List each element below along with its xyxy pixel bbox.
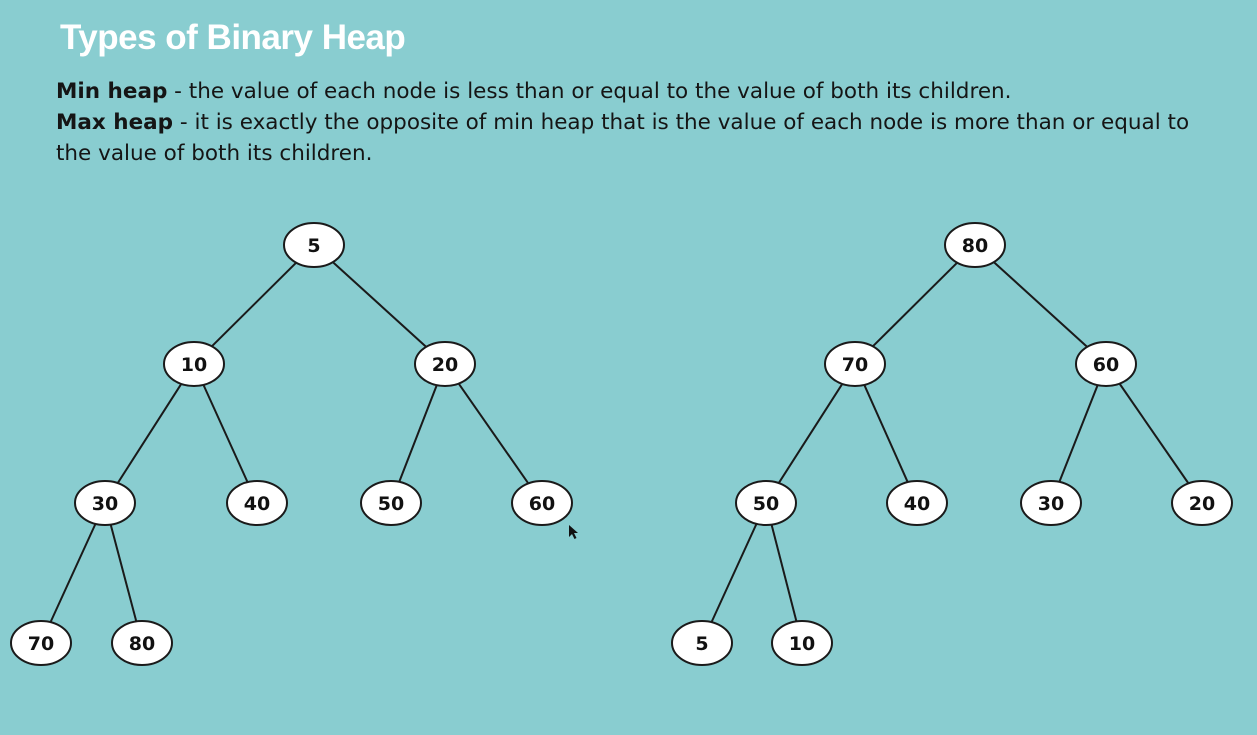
node-value: 5 xyxy=(307,235,320,257)
node-ellipse xyxy=(944,222,1006,268)
node-ellipse xyxy=(771,620,833,666)
node-value: 20 xyxy=(1189,493,1215,515)
node-value: 70 xyxy=(842,354,868,376)
node-ellipse xyxy=(671,620,733,666)
tree-edge xyxy=(1118,383,1190,484)
tree-node: 60 xyxy=(511,480,573,526)
tree-node: 70 xyxy=(824,341,886,387)
tree-edge xyxy=(202,384,249,483)
max-heap-term: Max heap xyxy=(56,110,174,135)
node-value: 50 xyxy=(378,493,404,515)
tree-edge xyxy=(49,523,97,623)
node-ellipse xyxy=(111,620,173,666)
tree-edge xyxy=(770,524,798,622)
tree-node: 60 xyxy=(1075,341,1137,387)
node-value: 40 xyxy=(244,493,270,515)
node-value: 10 xyxy=(181,354,207,376)
node-ellipse xyxy=(283,222,345,268)
tree-edge xyxy=(332,261,427,348)
min-heap-definition: Min heap - the value of each node is les… xyxy=(56,76,1206,107)
tree-edge xyxy=(398,384,438,483)
tree-node: 70 xyxy=(10,620,72,666)
tree-edge xyxy=(211,261,297,348)
node-ellipse xyxy=(886,480,948,526)
node-ellipse xyxy=(511,480,573,526)
tree-edge xyxy=(710,523,758,623)
max-heap-definition: Max heap - it is exactly the opposite of… xyxy=(56,107,1206,169)
node-ellipse xyxy=(163,341,225,387)
tree-node: 50 xyxy=(735,480,797,526)
tree-node: 50 xyxy=(360,480,422,526)
node-ellipse xyxy=(824,341,886,387)
node-value: 30 xyxy=(1038,493,1064,515)
node-value: 50 xyxy=(753,493,779,515)
node-ellipse xyxy=(1171,480,1233,526)
tree-node: 10 xyxy=(771,620,833,666)
node-value: 80 xyxy=(129,633,155,655)
tree-edge xyxy=(1058,384,1099,483)
tree-edge xyxy=(116,383,183,484)
tree-edge xyxy=(872,261,958,348)
tree-edge xyxy=(457,383,530,484)
tree-node: 5 xyxy=(671,620,733,666)
tree-node: 80 xyxy=(944,222,1006,268)
max-heap-text: - it is exactly the opposite of min heap… xyxy=(56,110,1190,166)
tree-node: 20 xyxy=(414,341,476,387)
node-ellipse xyxy=(74,480,136,526)
tree-edge xyxy=(993,261,1088,348)
tree-node: 5 xyxy=(283,222,345,268)
tree-node: 30 xyxy=(1020,480,1082,526)
node-ellipse xyxy=(735,480,797,526)
tree-edge xyxy=(863,384,909,483)
tree-edge xyxy=(777,383,844,484)
min-heap-term: Min heap xyxy=(56,79,168,104)
mouse-cursor-icon xyxy=(569,525,578,539)
node-value: 5 xyxy=(695,633,708,655)
node-value: 30 xyxy=(92,493,118,515)
tree-edge xyxy=(109,524,138,622)
tree-node: 80 xyxy=(111,620,173,666)
node-value: 60 xyxy=(529,493,555,515)
node-ellipse xyxy=(226,480,288,526)
tree-node: 40 xyxy=(886,480,948,526)
min-heap-text: - the value of each node is less than or… xyxy=(167,79,1012,104)
max-heap-tree: 80 70 60 50 40 30 20 5 10 xyxy=(671,222,1233,666)
node-value: 20 xyxy=(432,354,458,376)
node-ellipse xyxy=(1020,480,1082,526)
tree-node: 10 xyxy=(163,341,225,387)
definitions: Min heap - the value of each node is les… xyxy=(56,76,1206,169)
node-value: 40 xyxy=(904,493,930,515)
node-ellipse xyxy=(10,620,72,666)
tree-node: 20 xyxy=(1171,480,1233,526)
tree-node: 30 xyxy=(74,480,136,526)
node-value: 70 xyxy=(28,633,54,655)
node-value: 80 xyxy=(962,235,988,257)
node-ellipse xyxy=(360,480,422,526)
tree-node: 40 xyxy=(226,480,288,526)
slide-title: Types of Binary Heap xyxy=(60,18,406,57)
node-ellipse xyxy=(1075,341,1137,387)
node-value: 60 xyxy=(1093,354,1119,376)
node-ellipse xyxy=(414,341,476,387)
node-value: 10 xyxy=(789,633,815,655)
min-heap-tree: 5 10 20 30 40 50 60 70 80 xyxy=(10,222,573,666)
